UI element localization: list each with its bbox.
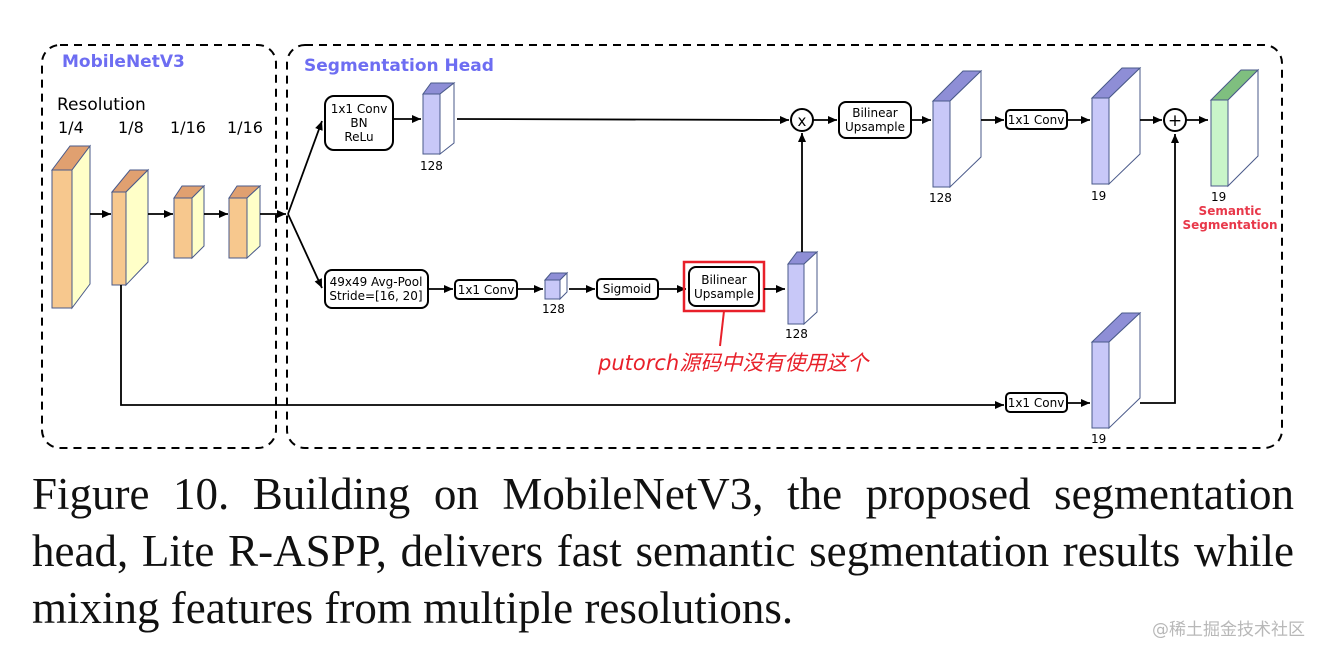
- upsample-top-line1: Bilinear: [852, 106, 898, 120]
- feature-128-gate-label: 128: [785, 327, 808, 341]
- arrow-skip-to-add: [1140, 134, 1179, 404]
- resolution-3: 1/16: [170, 118, 206, 137]
- arrow-feat-to-multiply: [456, 115, 790, 124]
- avgpool-line2: Stride=[16, 20]: [329, 289, 422, 303]
- feature-19-skip: [1090, 311, 1142, 430]
- resolution-2: 1/8: [118, 118, 144, 137]
- multiply-symbol: x: [798, 112, 807, 130]
- backbone-feature-1: [51, 144, 91, 310]
- backbone-box: [41, 44, 277, 449]
- add-symbol: +: [1168, 111, 1182, 131]
- output-feature-19: [1209, 68, 1260, 188]
- conv-bn-relu-box: [324, 95, 394, 151]
- backbone-feature-3: [173, 184, 206, 260]
- conv1x1-mid-label: 1x1 Conv: [458, 283, 515, 297]
- resolution-1: 1/4: [58, 118, 84, 137]
- conv-bn-relu-line2: BN: [350, 116, 367, 130]
- upsample-mid-line1: Bilinear: [701, 273, 747, 287]
- feature-128-top-label: 128: [420, 159, 443, 173]
- upsample-mid-box: [688, 266, 760, 307]
- feature-128-top: [422, 81, 456, 156]
- head-title: Segmentation Head: [304, 56, 494, 76]
- feature-19-skip-label: 19: [1091, 432, 1106, 446]
- output-label-line2: Segmentation: [1182, 218, 1277, 232]
- backbone-title: MobileNetV3: [62, 52, 185, 72]
- conv1x1-top-label: 1x1 Conv: [1008, 113, 1065, 127]
- arrow-skip-connection: [120, 285, 1004, 409]
- resolution-4: 1/16: [227, 118, 263, 137]
- figure-caption: Figure 10. Building on MobileNetV3, the …: [32, 469, 1294, 633]
- backbone-feature-2: [110, 168, 150, 287]
- arrow-to-conv-top: [287, 120, 323, 215]
- watermark: @稀土掘金技术社区: [1152, 620, 1305, 640]
- feature-128-upsampled-label: 128: [929, 191, 952, 205]
- feature-19-top-label: 19: [1091, 189, 1106, 203]
- feature-128-gate: [787, 250, 819, 326]
- backbone-feature-4: [228, 184, 262, 260]
- output-19-label: 19: [1211, 190, 1226, 204]
- feature-128-small-label: 128: [542, 302, 565, 316]
- feature-128-small: [543, 271, 569, 301]
- conv1x1-skip-label: 1x1 Conv: [1008, 396, 1065, 410]
- avgpool-line1: 49x49 Avg-Pool: [330, 275, 423, 289]
- upsample-mid-line2: Upsample: [694, 287, 754, 301]
- architecture-diagram: MobileNetV3 Segmentation Head Resolution…: [41, 44, 1283, 449]
- sigmoid-label: Sigmoid: [603, 282, 652, 296]
- upsample-top-line2: Upsample: [845, 120, 905, 134]
- arrow-to-avgpool: [287, 213, 323, 289]
- output-label-line1: Semantic: [1199, 204, 1262, 218]
- annotation-pointer: [719, 310, 725, 347]
- conv-bn-relu-line1: 1x1 Conv: [331, 102, 388, 116]
- resolution-label: Resolution: [57, 95, 146, 115]
- feature-19-top: [1090, 66, 1142, 186]
- annotation-text: putorch源码中没有使用这个: [597, 351, 870, 375]
- conv-bn-relu-line3: ReLu: [344, 130, 373, 144]
- feature-128-upsampled: [931, 69, 983, 189]
- segmentation-head-box: [286, 44, 1283, 449]
